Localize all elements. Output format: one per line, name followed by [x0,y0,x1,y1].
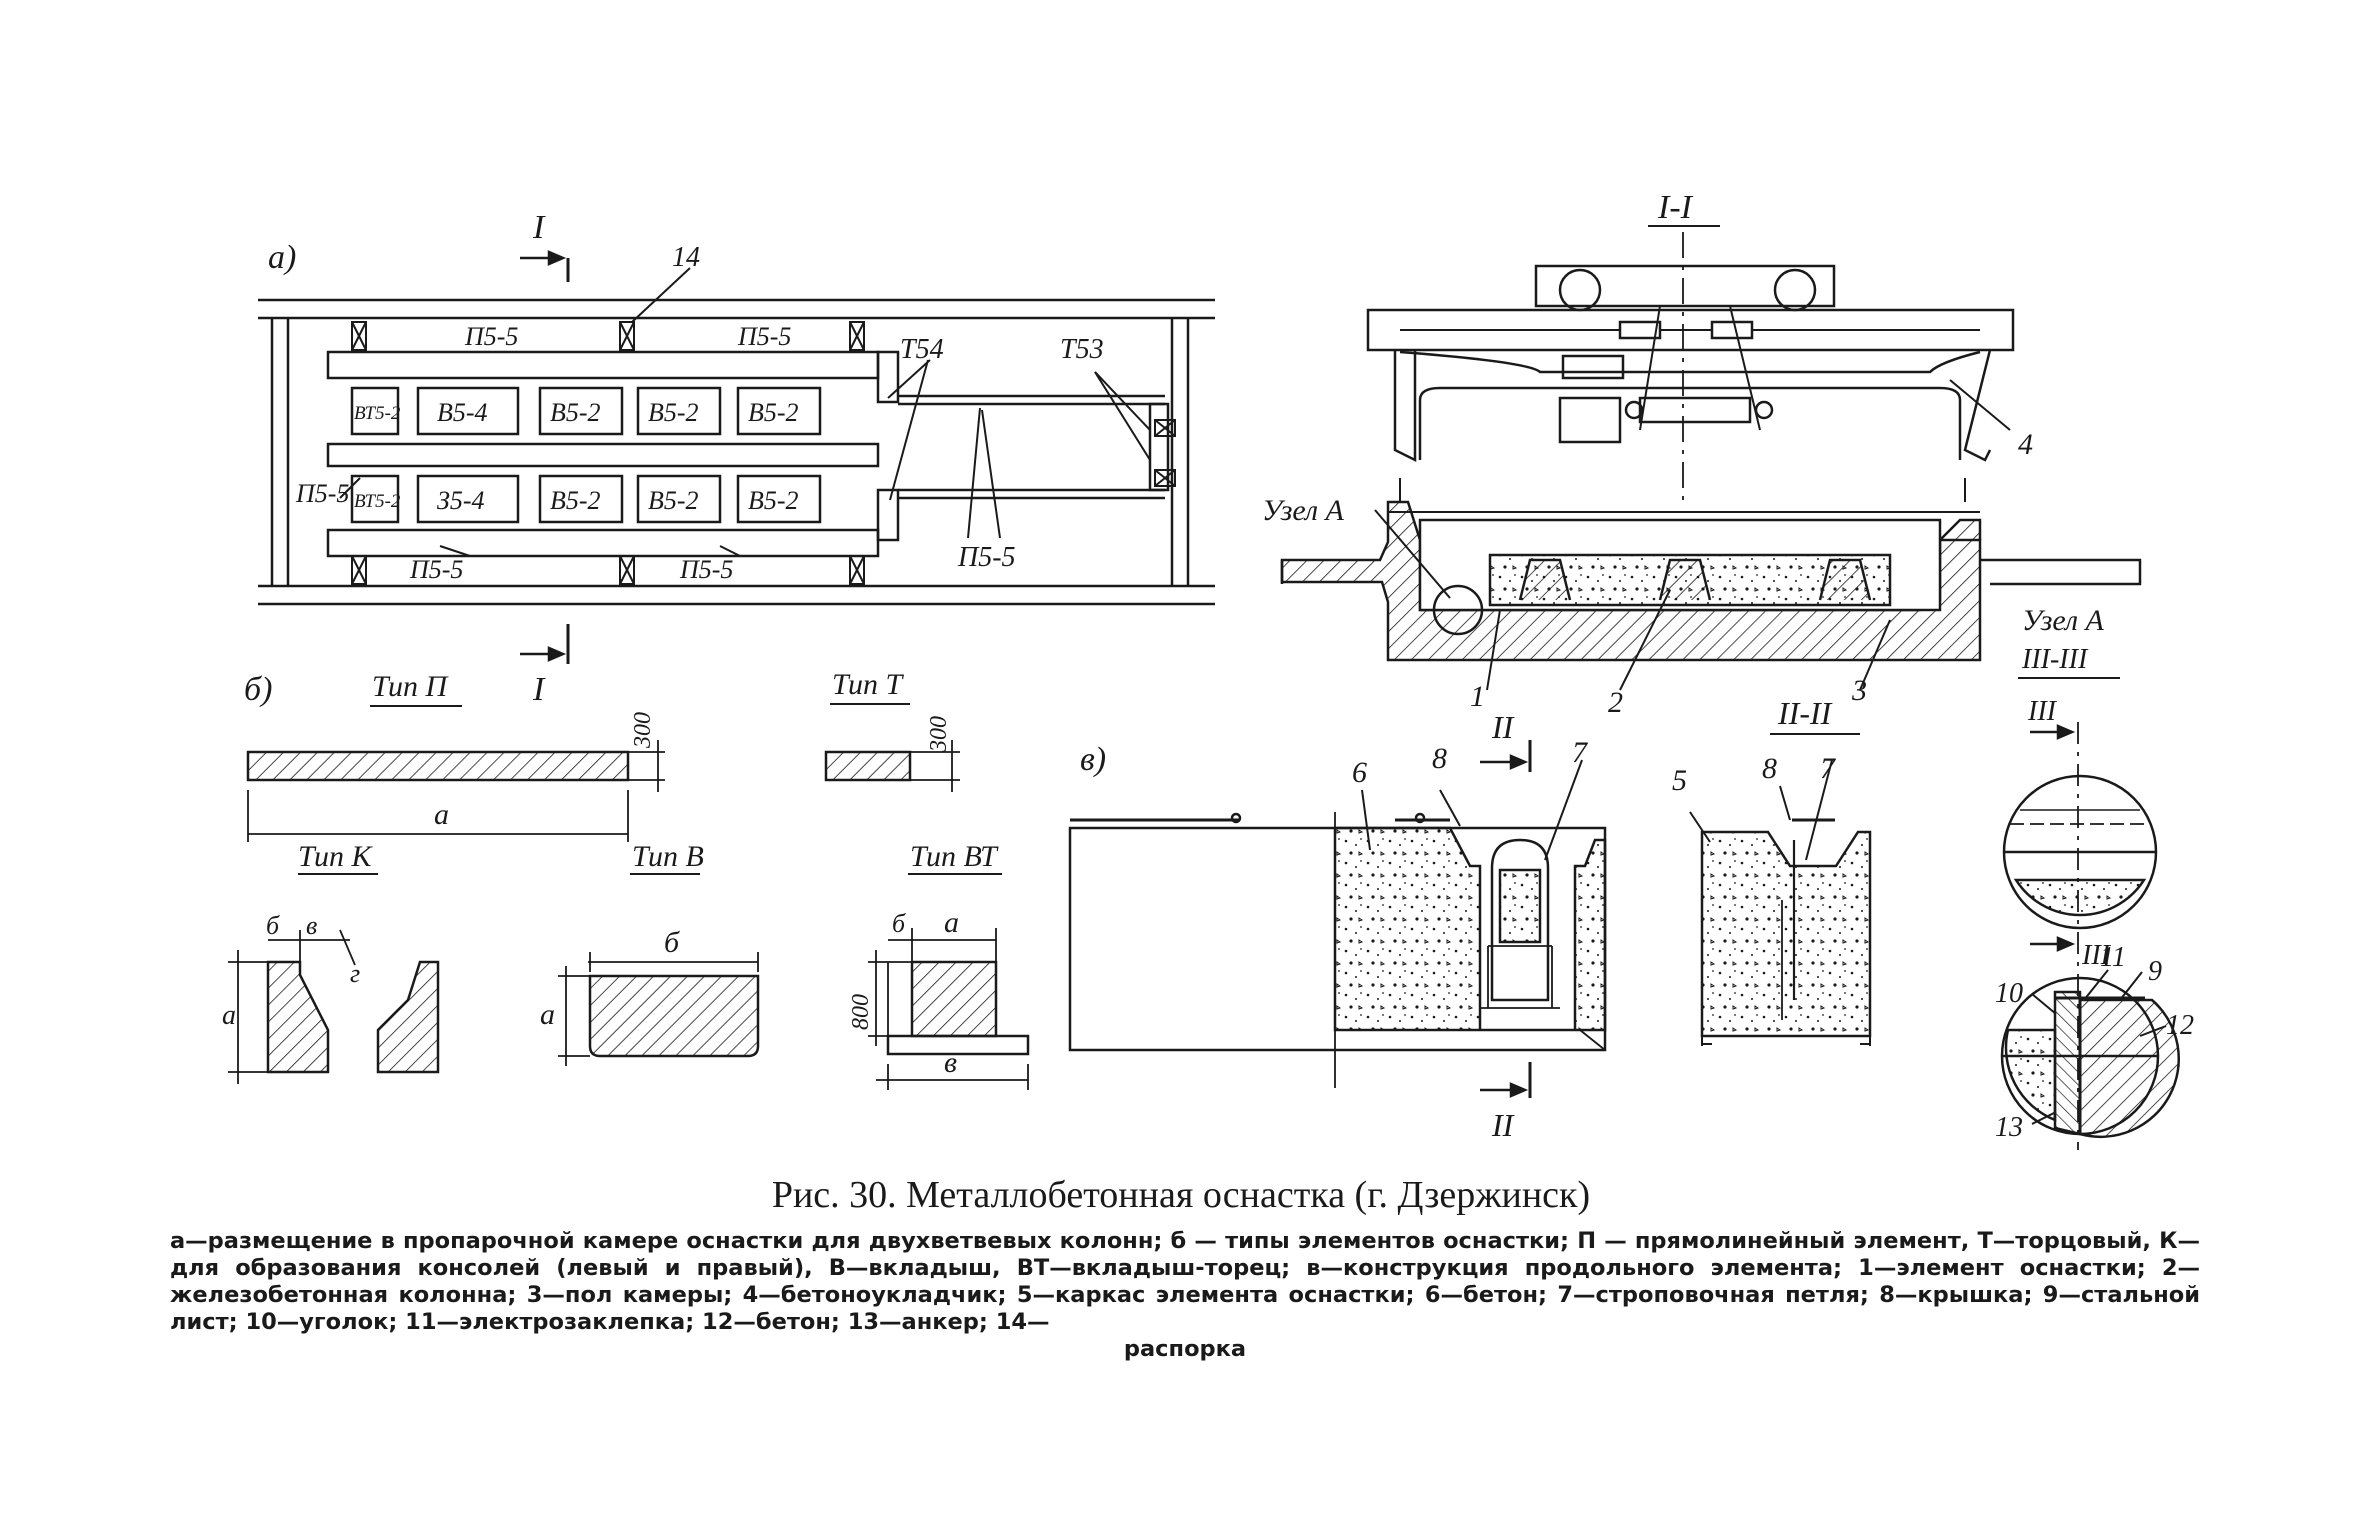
vt-dim-v: в [944,1046,957,1079]
section-I-I: I-I [1280,189,2142,691]
label-p5-5-top-right: П5-5 [737,322,791,351]
row1-insert-2: В5-4 [437,398,488,427]
label-p5-5-top-left: П5-5 [464,322,518,351]
panel-v-construction: в) [1068,740,1607,1098]
k-dim-v: в [306,911,317,940]
panel-v-label: в) [1080,741,1106,778]
spacer-marks [351,321,1176,585]
row1-insert-1: ВТ5-2 [354,403,401,424]
number-3: 3 [1851,674,1867,707]
row2-insert-2: З5-4 [437,486,485,515]
legend-last-line: распорка [1123,1336,1247,1362]
tip-p-label: Тип П [372,670,449,703]
section-III-III-labels: III III 9 10 11 12 13 [1995,696,2194,1143]
k-dim-g: г [350,959,360,988]
number-10: 10 [1995,978,2023,1009]
section-mark-III-top: III [2027,696,2058,727]
row2-insert-1: ВТ5-2 [354,491,401,512]
label-uzel-a-left: Узел А [1262,494,1345,527]
k-dim-a: а [222,1000,236,1031]
number-1: 1 [1470,680,1485,713]
tip-vt-label: Тип ВТ [910,840,999,873]
number-7-section-II: 7 [1820,752,1837,785]
row1-insert-5: В5-2 [748,398,799,427]
number-9: 9 [2148,956,2162,987]
k-dim-b: б [266,911,280,940]
number-6: 6 [1352,756,1367,789]
label-uzel-a-right: Узел А [2022,604,2105,637]
section-mark-I-top: I [532,209,546,246]
figure-drawing: а) I [222,189,2194,1150]
section-I-I-title: I-I [1657,189,1694,226]
label-t53: Т53 [1060,334,1104,365]
section-II-II: II-II [1689,695,1872,1046]
section-II-II-title: II-II [1777,695,1833,731]
v-dim-a: а [540,998,555,1031]
figure-legend: а—размещение в пропарочной камере оснаст… [170,1228,2200,1363]
row2-insert-5: В5-2 [748,486,799,515]
dim-300-p: 300 [630,712,656,749]
section-mark-I-bottom: I [532,671,546,708]
number-7-panel-v: 7 [1572,736,1589,769]
dim-300-t: 300 [926,716,952,753]
dim-a-p: а [434,798,449,831]
label-p5-5-bottom-right: П5-5 [679,555,733,584]
panel-a-label: а) [268,239,296,276]
row2-insert-4: В5-2 [648,486,699,515]
number-8-panel-v: 8 [1432,742,1447,775]
row1-insert-4: В5-2 [648,398,699,427]
panel-b-labels: Тип П Тип Т Тип К Тип В Тип ВТ 300 300 а… [222,668,999,1079]
number-13: 13 [1995,1112,2023,1143]
number-11: 11 [2100,942,2126,973]
section-III-III: III-III [2000,644,2181,1150]
tip-v-label: Тип В [632,840,704,873]
section-III-III-title: III-III [2021,644,2089,675]
vt-dim-a: а [944,906,959,939]
number-4: 4 [2018,428,2033,461]
section-II-II-labels: 5 8 7 [1672,752,1837,797]
tip-t-label: Тип Т [832,668,904,701]
vt-dim-800: 800 [848,994,874,1030]
label-p5-5-bottom-left: П5-5 [409,555,463,584]
section-I-I-labels: Узел А Узел А 1 2 3 4 [1262,428,2105,719]
label-t54: Т54 [900,334,944,365]
legend-text: а—размещение в пропарочной камере оснаст… [170,1228,2200,1335]
label-p5-5-right: П5-5 [957,542,1016,573]
panel-a-plan: а) I [258,209,1215,708]
section-mark-II-bottom: II [1491,1107,1515,1143]
row2-insert-3: В5-2 [550,486,601,515]
panel-b-label: б) [244,671,272,708]
vt-dim-b: б [892,909,906,938]
row1-insert-3: В5-2 [550,398,601,427]
label-p5-5-left: П5-5 [295,479,349,508]
section-mark-II-top: II [1491,709,1515,745]
number-5: 5 [1672,764,1687,797]
panel-v-labels: 6 8 7 II II [1352,709,1589,1143]
panel-a-labels: 14 П5-5 П5-5 П5-5 П5-5 П5-5 П5-5 Т54 Т53… [295,242,1104,584]
panel-b-types: б) [228,671,1030,1090]
v-dim-b: б [664,926,680,959]
number-2: 2 [1608,686,1623,719]
callout-14: 14 [672,242,700,273]
section-mark-III-mid: III [2081,940,2112,971]
tip-k-label: Тип К [298,840,373,873]
figure-caption: Рис. 30. Металлобетонная оснастка (г. Дз… [771,1174,1591,1216]
number-12: 12 [2166,1010,2194,1041]
number-8-section-II: 8 [1762,752,1777,785]
